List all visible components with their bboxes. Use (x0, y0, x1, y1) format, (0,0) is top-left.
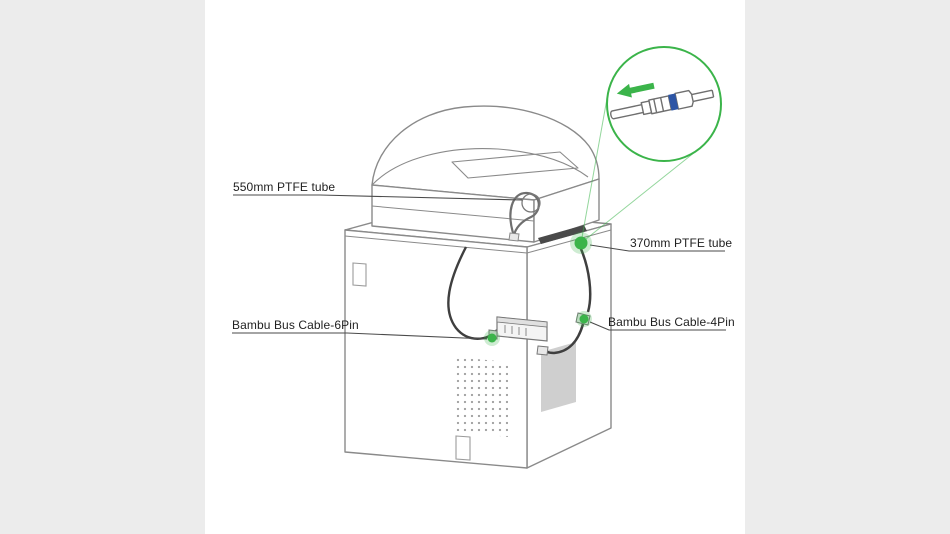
label-bambu-bus-cable-6pin: Bambu Bus Cable-6Pin (232, 318, 359, 332)
ptfe-tube-550 (508, 191, 541, 242)
blue-collet-clip (668, 93, 679, 111)
left-letterbox-bar (0, 0, 205, 534)
ams-unit (371, 105, 600, 243)
front-panel-details (352, 262, 471, 461)
vent-grid (455, 357, 508, 437)
leader-line-550 (233, 194, 523, 201)
connector-callout (580, 46, 722, 244)
leader-line-370 (589, 244, 725, 252)
label-370mm-ptfe-tube: 370mm PTFE tube (630, 236, 733, 250)
leader-line-6pin (232, 332, 488, 340)
filament-outlet-slot (538, 225, 587, 244)
right-letterbox-bar (745, 0, 950, 534)
bus-cable-front (447, 246, 498, 340)
label-550mm-ptfe-tube: 550mm PTFE tube (233, 180, 336, 194)
leader-lines (232, 194, 726, 340)
tube-marker-circle (521, 193, 541, 213)
side-panel (541, 342, 576, 412)
leader-line-4pin (589, 321, 726, 331)
label-bambu-bus-cable-4pin: Bambu Bus Cable-4Pin (608, 315, 735, 329)
cable-end-connector (536, 345, 549, 356)
arrow-left-icon (616, 82, 655, 98)
hub-board (488, 316, 548, 342)
ptfe-connector-detail (610, 89, 715, 120)
